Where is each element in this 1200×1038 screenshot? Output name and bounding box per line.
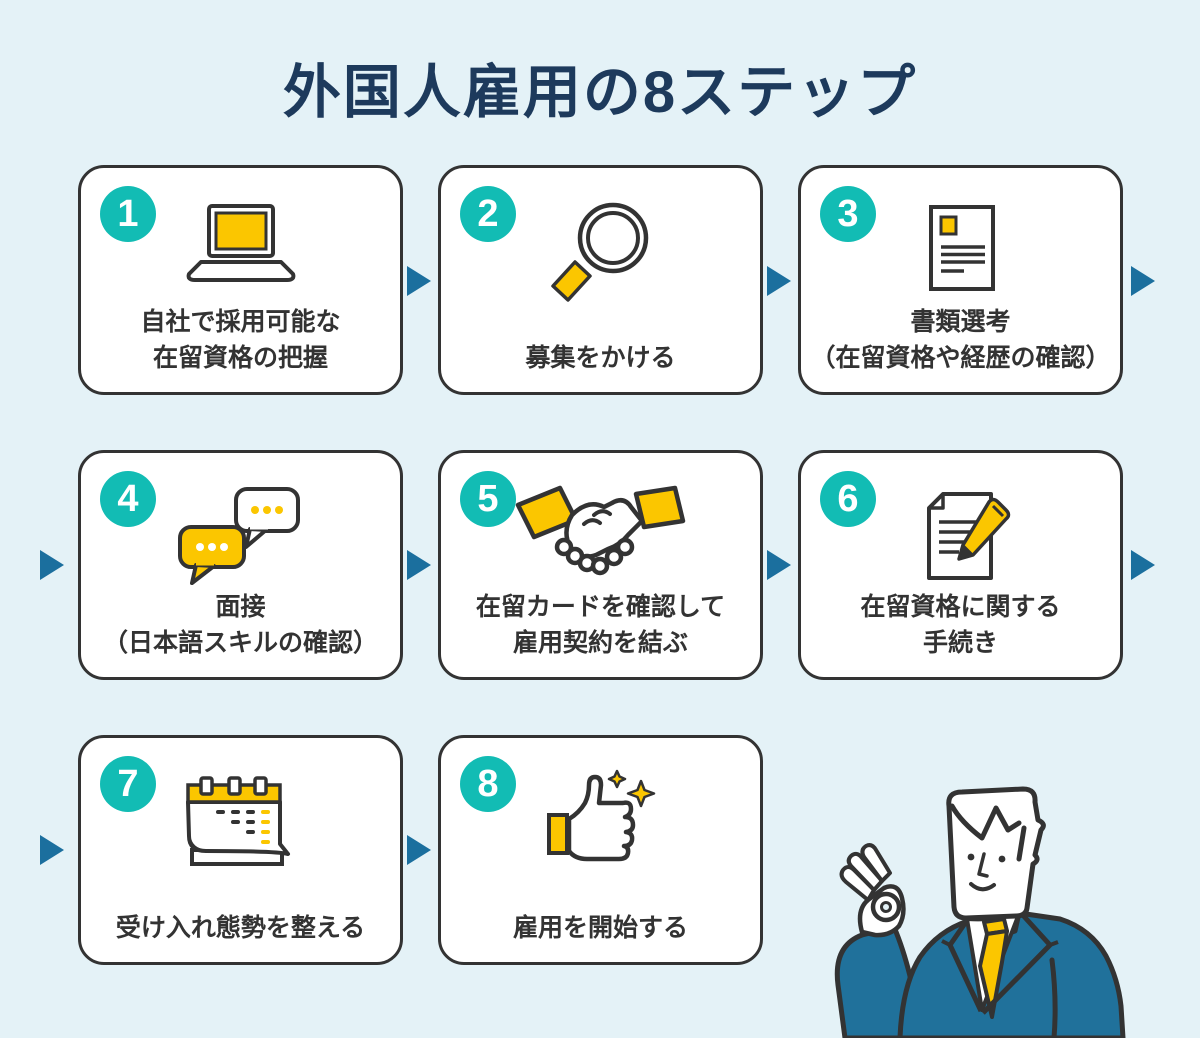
calendar-icon <box>81 758 400 886</box>
step-number-badge: 8 <box>460 756 516 812</box>
step-card-7: 7 <box>78 735 403 965</box>
step-card-6: 6 在留資格に関する 手続き <box>798 450 1123 680</box>
arrow-right-icon <box>40 835 64 865</box>
step-number: 5 <box>477 477 499 520</box>
step-card-1: 1 自社で採用可能な 在留資格の把握 <box>78 165 403 395</box>
laptop-icon <box>81 188 400 316</box>
step-number-badge: 3 <box>820 186 876 242</box>
thumbs-up-icon <box>441 758 760 886</box>
step-label: 在留カードを確認して 雇用契約を結ぶ <box>475 593 726 657</box>
step-number: 7 <box>117 762 139 805</box>
step-label: 雇用を開始する <box>512 913 688 942</box>
step-label: 在留資格に関する 手続き <box>860 593 1061 657</box>
businessman-illustration <box>834 786 1126 1038</box>
arrow-right-icon <box>407 835 431 865</box>
arrow-right-icon <box>407 550 431 580</box>
step-number: 8 <box>477 762 499 805</box>
arrow-right-icon <box>767 550 791 580</box>
search-icon <box>441 188 760 316</box>
speech-bubbles-icon <box>81 473 400 601</box>
step-card-4: 4 面接 （日本語スキルの確認） <box>78 450 403 680</box>
step-card-8: 8 雇用を開始する <box>438 735 763 965</box>
arrow-right-icon <box>40 550 64 580</box>
step-label: 募集をかける <box>525 343 676 372</box>
step-card-5: 5 在留カードを確認して 雇用契約を結ぶ <box>438 450 763 680</box>
step-label: 受け入れ態勢を整える <box>115 913 366 942</box>
arrow-right-icon <box>767 266 791 296</box>
step-label: 書類選考 （在留資格や経歴の確認） <box>810 308 1111 372</box>
arrow-right-icon <box>1131 266 1155 296</box>
step-number: 6 <box>837 477 859 520</box>
page-title: 外国人雇用の8ステップ <box>282 60 918 125</box>
step-label: 面接 （日本語スキルの確認） <box>102 593 378 657</box>
step-number-badge: 6 <box>820 471 876 527</box>
step-number-badge: 1 <box>100 186 156 242</box>
step-number-badge: 2 <box>460 186 516 242</box>
step-number: 2 <box>477 192 499 235</box>
step-card-3: 3 書類選考 （在留資格や経歴の確認） <box>798 165 1123 395</box>
arrow-right-icon <box>407 266 431 296</box>
step-number: 4 <box>117 477 139 520</box>
step-label: 自社で採用可能な 在留資格の把握 <box>140 308 341 372</box>
step-number: 3 <box>837 192 859 235</box>
step-number-badge: 4 <box>100 471 156 527</box>
handshake-icon <box>441 473 760 601</box>
contract-pencil-icon <box>801 473 1120 601</box>
step-number-badge: 7 <box>100 756 156 812</box>
arrow-right-icon <box>1131 550 1155 580</box>
document-icon <box>801 188 1120 316</box>
step-number-badge: 5 <box>460 471 516 527</box>
step-number: 1 <box>117 192 139 235</box>
step-card-2: 2 募集をかける <box>438 165 763 395</box>
